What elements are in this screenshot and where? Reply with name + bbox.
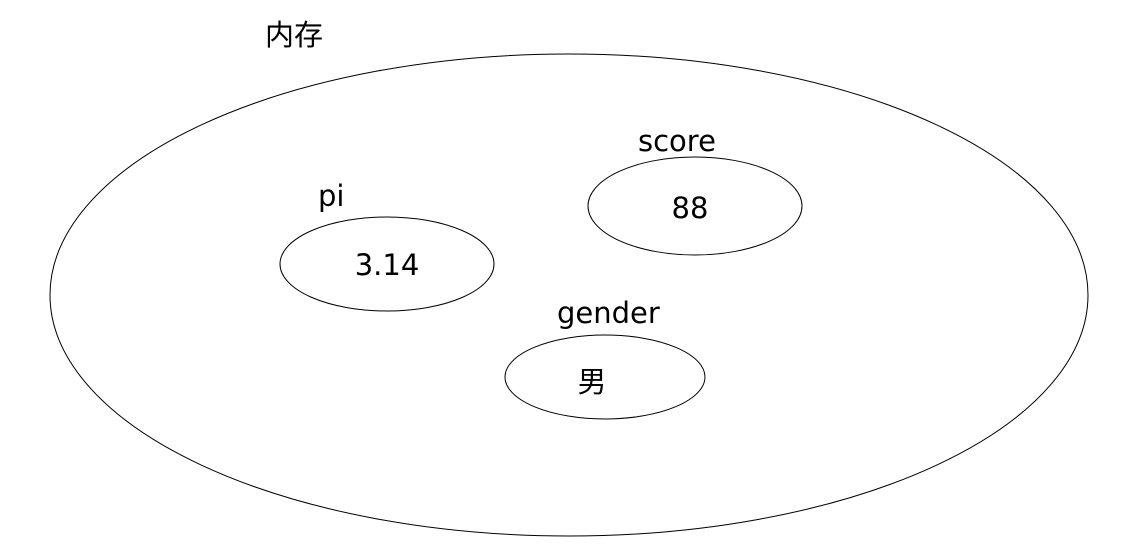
- variable-ellipse-pi: [279, 216, 495, 312]
- memory-container-ellipse: [49, 53, 1089, 537]
- variable-name-pi: pi: [318, 179, 344, 213]
- memory-container-label: 内存: [265, 18, 323, 52]
- variable-value-pi: 3.14: [355, 248, 420, 282]
- variable-value-score: 88: [672, 191, 709, 225]
- variable-ellipse-gender: [504, 334, 706, 420]
- variable-name-score: score: [638, 124, 716, 158]
- variable-ellipse-score: [587, 156, 803, 256]
- variable-name-gender: gender: [557, 296, 660, 330]
- variable-value-gender: 男: [577, 365, 606, 399]
